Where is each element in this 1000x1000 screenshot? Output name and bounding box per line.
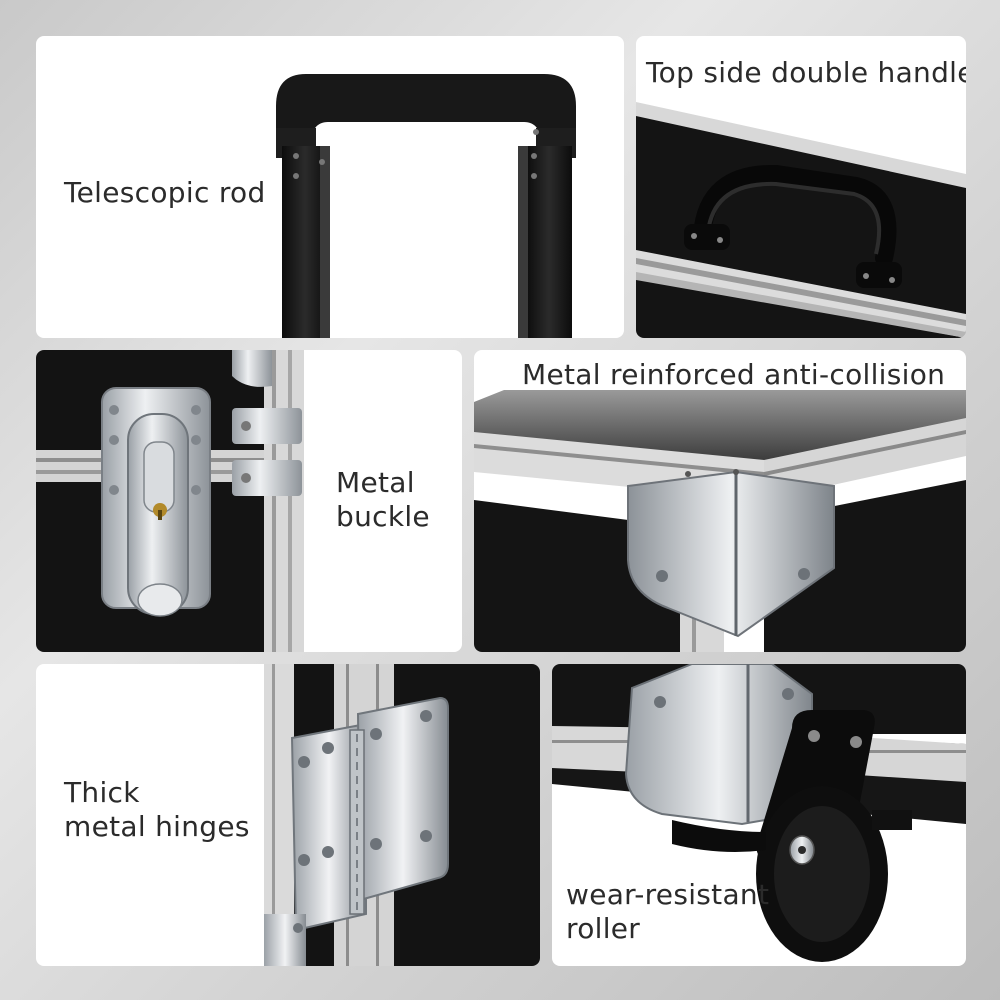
buckle-image [36, 350, 304, 652]
roller-panel: wear-resistant roller [552, 664, 966, 966]
roller-image [552, 664, 966, 962]
corner-protector-image [474, 390, 966, 652]
telescopic-rod-label: Telescopic rod [64, 176, 266, 209]
telescopic-rod-panel: Telescopic rod [36, 36, 624, 338]
buckle-label-line2: buckle [336, 500, 430, 533]
corner-label: Metal reinforced anti-collision [522, 358, 946, 391]
buckle-label: Metal buckle [336, 466, 430, 534]
buckle-label-line1: Metal [336, 466, 415, 499]
corner-panel: Metal reinforced anti-collision [474, 350, 966, 652]
roller-label: wear-resistant roller [566, 878, 769, 946]
telescopic-rod-image [276, 74, 576, 338]
hinges-image [264, 664, 540, 966]
hinges-panel: Thick metal hinges [36, 664, 540, 966]
roller-label-line1: wear-resistant [566, 878, 770, 911]
hinges-label: Thick metal hinges [64, 776, 250, 844]
top-handle-image [636, 102, 966, 338]
top-handle-label: Top side double handle [646, 56, 966, 89]
roller-label-line2: roller [566, 912, 641, 945]
top-handle-panel: Top side double handle [636, 36, 966, 338]
hinges-label-line2: metal hinges [64, 810, 250, 843]
hinges-label-line1: Thick [64, 776, 140, 809]
buckle-panel: Metal buckle [36, 350, 462, 652]
